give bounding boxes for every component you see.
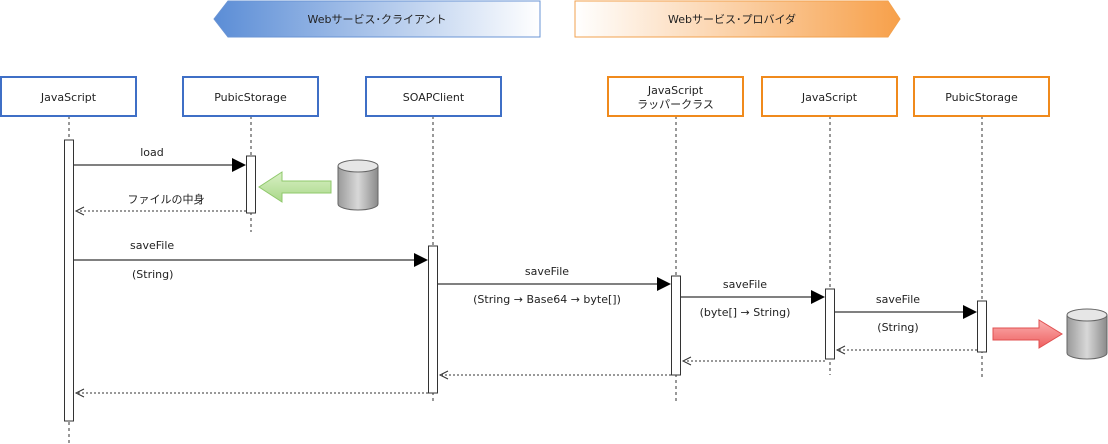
- participant-label: PubicStorage: [214, 91, 287, 104]
- message-label: ファイルの中身: [128, 192, 205, 206]
- participant-label: JavaScript: [40, 91, 97, 104]
- message-arg-label: (String): [132, 268, 173, 281]
- message-arg-label: (byte[] → String): [700, 306, 791, 319]
- participant-javascript-provider: JavaScript: [761, 76, 898, 117]
- message-arg-label: (String → Base64 → byte[]): [473, 293, 621, 306]
- provider-header: Webサービス･プロバイダ: [574, 0, 901, 38]
- message-arg-label: (String): [877, 321, 918, 334]
- participant-label: JavaScript: [801, 91, 858, 104]
- return-soapclient-to-javascript-client: [74, 388, 428, 398]
- message-savefile-1: saveFile (String): [74, 239, 428, 281]
- activation-storage-client: [246, 155, 256, 214]
- message-label: saveFile: [130, 239, 174, 252]
- participant-storage-client: PubicStorage: [182, 76, 319, 117]
- message-label: saveFile: [876, 293, 920, 306]
- activation-javascript-provider: [825, 288, 835, 360]
- message-label: load: [140, 146, 164, 159]
- participant-soapclient: SOAPClient: [365, 76, 502, 117]
- return-storage-to-javascript-provider: [835, 345, 977, 355]
- participant-javascript-client: JavaScript: [0, 76, 137, 117]
- client-header-label: Webサービス･クライアント: [307, 13, 446, 26]
- participant-storage-provider: PubicStorage: [913, 76, 1050, 117]
- participant-label-line2: ラッパークラス: [637, 98, 714, 111]
- database-icon: [337, 159, 379, 211]
- provider-header-label: Webサービス･プロバイダ: [668, 12, 796, 26]
- client-header: Webサービス･クライアント: [213, 0, 541, 38]
- activation-soapclient: [428, 245, 438, 394]
- message-label: saveFile: [723, 278, 767, 291]
- database-icon: [1066, 308, 1108, 360]
- message-label: saveFile: [525, 265, 569, 278]
- message-savefile-3: saveFile (byte[] → String): [681, 278, 825, 319]
- green-arrow-icon: [258, 171, 332, 203]
- message-load: load: [74, 146, 246, 172]
- activation-wrapper: [671, 275, 681, 376]
- message-savefile-4: saveFile (String): [835, 293, 977, 334]
- activation-javascript-client: [64, 139, 74, 422]
- activations: [64, 139, 987, 422]
- participant-wrapper: JavaScript ラッパークラス: [607, 76, 744, 117]
- message-savefile-2: saveFile (String → Base64 → byte[]): [438, 265, 671, 306]
- participant-label: SOAPClient: [403, 91, 465, 104]
- activation-storage-provider: [977, 300, 987, 353]
- message-file-contents-return: ファイルの中身: [74, 192, 246, 216]
- participant-label-line1: JavaScript: [647, 84, 704, 97]
- return-javascript-provider-to-wrapper: [681, 356, 825, 366]
- participant-label: PubicStorage: [945, 91, 1018, 104]
- red-arrow-icon: [992, 319, 1063, 349]
- return-wrapper-to-soapclient: [438, 370, 671, 380]
